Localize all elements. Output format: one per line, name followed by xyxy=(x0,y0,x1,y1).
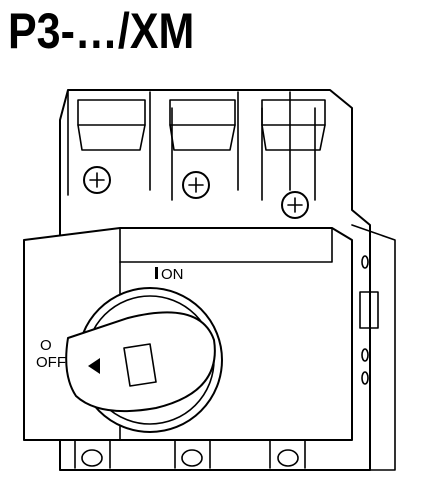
screw-icon xyxy=(281,191,309,219)
terminal-screws xyxy=(83,166,309,219)
page-title: P3-…/XM xyxy=(8,3,195,59)
on-mark-icon xyxy=(155,267,158,279)
position-labels: ON O OFF xyxy=(36,266,184,371)
on-label: ON xyxy=(161,266,184,283)
side-rail xyxy=(351,224,396,471)
pointer-arrow-icon xyxy=(88,358,100,374)
off-label: OFF xyxy=(36,354,66,371)
bottom-terminals xyxy=(59,439,371,471)
screw-icon xyxy=(182,171,210,199)
screw-icon xyxy=(83,166,111,194)
rotary-handle[interactable] xyxy=(65,287,223,433)
off-symbol: O xyxy=(40,337,52,354)
